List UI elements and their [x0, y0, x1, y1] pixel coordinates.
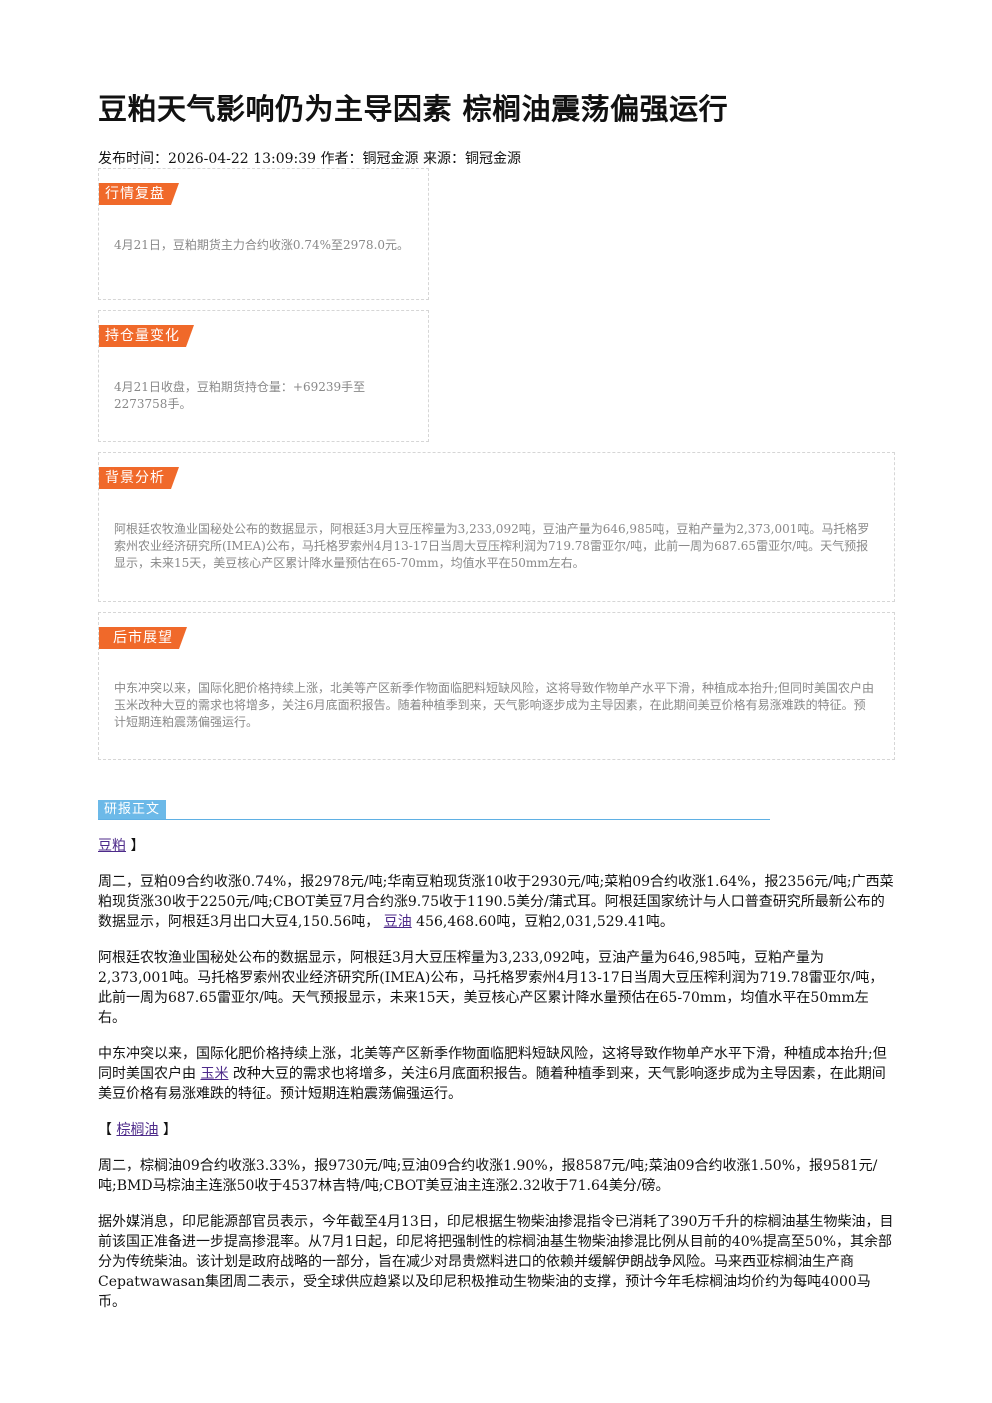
body-paragraph-2: 阿根廷农牧渔业国秘处公布的数据显示，阿根廷3月大豆压榨量为3,233,092吨，…	[98, 950, 884, 1026]
paragraph-text: 456,468.60吨，豆粕2,031,529.41吨。	[416, 914, 674, 930]
body-paragraph-1: 周二，豆粕09合约收涨0.74%，报2978元/吨;华南豆粕现货涨10收于293…	[98, 872, 894, 932]
soymeal-link[interactable]: 豆粕	[98, 838, 126, 854]
section-background: 背景分析 阿根廷农牧渔业国秘处公布的数据显示，阿根廷3月大豆压榨量为3,233,…	[98, 452, 895, 602]
section-tag-open-interest: 持仓量变化	[99, 325, 194, 347]
report-body-header: 研报正文	[98, 800, 770, 820]
heading-bracket: 】	[130, 838, 145, 854]
heading-bracket: 【	[98, 1122, 112, 1138]
section-tag-market-review: 行情复盘	[99, 183, 179, 205]
section-market-review: 行情复盘 4月21日，豆粕期货主力合约收涨0.74%至2978.0元。	[98, 168, 429, 300]
section-tag-background: 背景分析	[99, 467, 179, 489]
palmoil-heading: 【 棕榈油 】	[98, 1120, 894, 1140]
paragraph-text: 改种大豆的需求也将增多，关注6月底面积报告。随着种植季到来，天气影响逐步成为主导…	[98, 1066, 886, 1102]
section-outlook: 后市展望 中东冲突以来，国际化肥价格持续上涨，北美等产区新季作物面临肥料短缺风险…	[98, 612, 895, 760]
page-title: 豆粕天气影响仍为主导因素 棕榈油震荡偏强运行	[98, 92, 729, 126]
section-text-market-review: 4月21日，豆粕期货主力合约收涨0.74%至2978.0元。	[114, 238, 410, 252]
palmoil-link[interactable]: 棕榈油	[116, 1122, 159, 1138]
section-text-open-interest: 4月21日收盘，豆粕期货持仓量：+69239手至2273758手。	[114, 380, 366, 411]
article-meta: 发布时间：2026-04-22 13:09:39 作者：铜冠金源 来源：铜冠金源	[98, 151, 521, 167]
body-paragraph-4: 周二，棕榈油09合约收涨3.33%，报9730元/吨;豆油09合约收涨1.90%…	[98, 1158, 878, 1194]
soymeal-heading: 豆粕 】	[98, 836, 894, 856]
paragraph-text: 中东冲突以来，国际化肥价格持续上涨，北美等产区新季作物面临肥料短缺风险，这将导致…	[98, 1046, 887, 1082]
section-text-outlook: 中东冲突以来，国际化肥价格持续上涨，北美等产区新季作物面临肥料短缺风险，这将导致…	[114, 681, 875, 729]
section-open-interest: 持仓量变化 4月21日收盘，豆粕期货持仓量：+69239手至2273758手。	[98, 310, 429, 442]
paragraph-text: 周二，豆粕09合约收涨0.74%，报2978元/吨;华南豆粕现货涨10收于293…	[98, 874, 894, 930]
section-text-background: 阿根廷农牧渔业国秘处公布的数据显示，阿根廷3月大豆压榨量为3,233,092吨，…	[114, 522, 870, 570]
corn-link[interactable]: 玉米	[200, 1066, 229, 1082]
body-paragraph-3: 中东冲突以来，国际化肥价格持续上涨，北美等产区新季作物面临肥料短缺风险，这将导致…	[98, 1044, 894, 1104]
section-tag-outlook: 后市展望	[99, 627, 187, 649]
body-paragraph-5: 据外媒消息，印尼能源部官员表示，今年截至4月13日，印尼根据生物柴油掺混指令已消…	[98, 1214, 894, 1310]
heading-bracket: 】	[162, 1122, 177, 1138]
soyoil-link[interactable]: 豆油	[383, 914, 412, 930]
report-body-tag: 研报正文	[98, 800, 167, 819]
